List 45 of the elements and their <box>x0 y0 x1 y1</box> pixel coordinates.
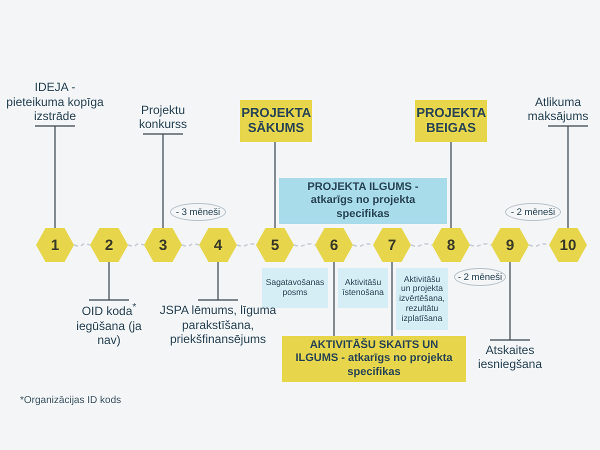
duration-pill: - 2 mēneši <box>505 203 561 221</box>
connector-line <box>352 243 374 247</box>
connector-line <box>410 243 432 247</box>
step-hexagon: 9 <box>491 228 529 262</box>
leader-line <box>333 262 335 336</box>
step-label: Projektu konkurss <box>123 100 203 134</box>
duration-pill: - 3 mēneši <box>170 203 226 221</box>
connector-line <box>528 243 550 247</box>
footnote: *Organizācijas ID kods <box>20 395 122 406</box>
milestone-box: PROJEKTA SĀKUMS <box>240 100 312 142</box>
step-label: Atskaites iesniegšana <box>470 340 550 374</box>
step-label: IDEJA - pieteikuma kopīga izstrāde <box>5 78 105 126</box>
connector-line <box>236 243 256 247</box>
leader-line <box>391 262 393 336</box>
duration-band: PROJEKTA ILGUMS - atkarīgs no projekta specifikas <box>279 178 447 224</box>
phase-box: Sagatavošanas posms <box>262 268 328 308</box>
step-hexagon: 3 <box>144 228 182 262</box>
step-hexagon: 2 <box>90 228 128 262</box>
connector-line <box>128 243 144 247</box>
connector-line <box>74 243 90 247</box>
duration-pill: - 2 mēneši <box>454 268 506 286</box>
step-hexagon: 10 <box>549 228 587 262</box>
duration-band: AKTIVITĀŠU SKAITS UN ILGUMS - atkarīgs no projekta specifikas <box>282 336 466 382</box>
leader-line <box>142 133 184 229</box>
step-hexagon: 4 <box>199 228 237 262</box>
leader-line <box>547 125 589 229</box>
phase-box: Aktivitāšu un projekta izvērtēšana, rezultātu izplatīšana <box>396 268 448 330</box>
leader-line <box>450 142 452 228</box>
step-hexagon: 7 <box>373 228 411 262</box>
step-hexagon: 8 <box>432 228 470 262</box>
leader-line <box>489 261 531 341</box>
leader-line <box>34 125 76 229</box>
leader-line <box>197 261 239 301</box>
connector-line <box>470 243 492 247</box>
step-hexagon: 5 <box>256 228 294 262</box>
step-label: Atlikuma maksājums <box>518 92 598 126</box>
step-label: OID koda$^{*}$ iegūšana (ja nav) <box>69 300 149 350</box>
step-hexagon: 1 <box>36 228 74 262</box>
leader-line <box>88 261 130 301</box>
connector-line <box>294 243 316 247</box>
connector-line <box>182 243 200 247</box>
milestone-box: PROJEKTA BEIGAS <box>415 100 487 142</box>
phase-box: Aktivitāšu īstenošana <box>338 268 388 308</box>
leader-line <box>274 142 276 228</box>
step-hexagon: 6 <box>315 228 353 262</box>
